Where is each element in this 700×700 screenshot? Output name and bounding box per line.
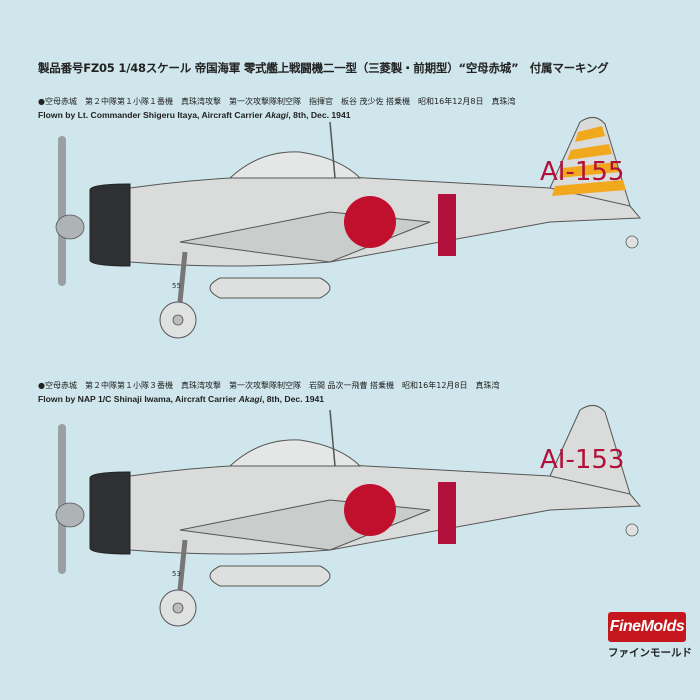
tail-wheel <box>625 523 639 537</box>
caption-en-1-suffix: , 8th, Dec. 1941 <box>288 110 351 120</box>
drop-tank <box>209 565 331 587</box>
hinomaru <box>344 196 396 248</box>
tail-stripes <box>552 126 626 196</box>
caption-en-2-ship: Akagi <box>238 394 262 404</box>
caption-en-1: Flown by Lt. Commander Shigeru Itaya, Ai… <box>38 110 351 120</box>
caption-en-1-prefix: Flown by Lt. Commander Shigeru Itaya, Ai… <box>38 110 265 120</box>
caption-en-2: Flown by NAP 1/C Shinaji Iwama, Aircraft… <box>38 394 324 404</box>
aircraft-profile-2: 53 AI-153 <box>55 405 642 627</box>
tail-code: AI-155 <box>540 157 624 187</box>
caption-jp-2: ●空母赤城 第２中隊第１小隊３番機 真珠湾攻撃 第一次攻撃隊制空隊 岩間 品次一… <box>38 381 500 390</box>
aircraft-profile-1: 55 AI-155 <box>55 117 642 339</box>
tail-wheel <box>625 235 639 249</box>
landing-gear-strut <box>177 539 188 591</box>
gear-number: 53 <box>172 570 181 578</box>
landing-gear-strut <box>177 251 188 303</box>
radio-mast <box>329 121 336 179</box>
wheel-hub <box>172 602 184 614</box>
caption-jp-1: ●空母赤城 第２中隊第１小隊１番機 真珠湾攻撃 第一次攻撃隊制空隊 指揮官 板谷… <box>38 97 516 106</box>
caption-en-2-suffix: , 8th, Dec. 1941 <box>261 394 325 404</box>
propeller-blade <box>58 136 66 286</box>
drop-tank <box>209 277 331 299</box>
engine-cowling <box>89 471 131 555</box>
gear-number: 55 <box>172 282 181 290</box>
wheel-hub <box>172 314 184 326</box>
propeller-spinner <box>55 502 85 528</box>
fuselage-band <box>438 194 456 256</box>
propeller-spinner <box>55 214 85 240</box>
finemolds-logo: FineMolds <box>608 612 686 642</box>
hinomaru <box>344 484 396 536</box>
tail-fin <box>549 405 631 495</box>
logo-name: FineMolds <box>609 618 685 635</box>
caption-en-2-prefix: Flown by NAP 1/C Shinaji Iwama, Aircraft… <box>38 394 239 404</box>
canopy <box>228 151 362 179</box>
fuselage-band <box>438 482 456 544</box>
canopy <box>228 439 362 467</box>
page-title: 製品番号FZ05 1/48スケール 帝国海軍 零式艦上戦闘機二一型（三菱製・前期… <box>38 61 609 75</box>
engine-cowling <box>89 183 131 267</box>
radio-mast <box>329 409 336 467</box>
logo-kana: ファインモールド <box>608 647 692 659</box>
caption-en-1-ship: Akagi <box>265 110 289 120</box>
propeller-blade <box>58 424 66 574</box>
tail-code: AI-153 <box>540 445 624 475</box>
